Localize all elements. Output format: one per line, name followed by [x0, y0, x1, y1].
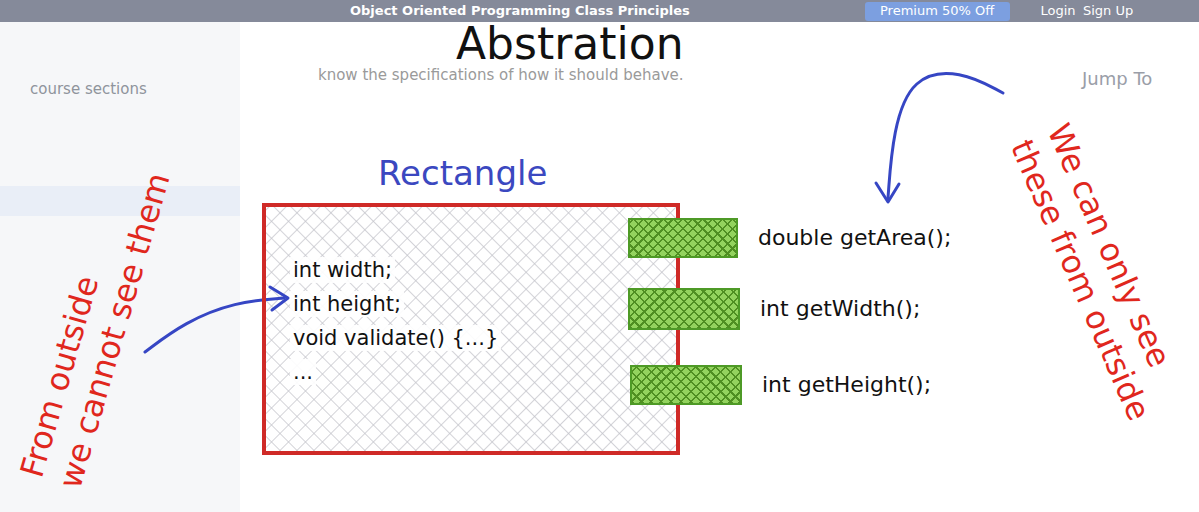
interface-slot: int getWidth();	[628, 288, 740, 330]
class-name: Rectangle	[378, 153, 547, 194]
pointer-arrow	[876, 74, 1003, 202]
code-line: void validate() {...}	[290, 325, 501, 351]
nav-link: Sign Up	[1083, 3, 1133, 19]
code-line: ...	[290, 359, 316, 385]
arrow-head	[876, 183, 899, 202]
nav-link: Login	[1041, 3, 1076, 19]
body-text: know the specifications of how it should…	[318, 66, 684, 84]
side-heading: Jump To	[1082, 68, 1152, 90]
interface-slot: int getHeight();	[630, 365, 742, 405]
method-signature: double getArea();	[758, 225, 951, 251]
diagram-title: Abstration	[456, 18, 684, 71]
sidebar-text: course sections	[30, 80, 147, 98]
code-line: int height;	[290, 291, 404, 317]
pointer-arrow	[145, 287, 288, 352]
hatch-fill	[266, 207, 676, 451]
interface-slot: double getArea();	[628, 218, 738, 258]
code-line: int width;	[290, 257, 395, 283]
nav-button	[865, 2, 1010, 21]
page-heading: Object Oriented Programming Class Princi…	[350, 3, 690, 19]
sidebar-panel	[0, 22, 240, 512]
class-box: Rectangleint width;int height;void valid…	[262, 203, 680, 455]
arrow-head	[270, 287, 288, 310]
hatch-fill	[266, 207, 676, 451]
callout-note: We can only see these from outside	[1002, 118, 1196, 427]
callout-note: From outside we cannot see them	[12, 157, 179, 492]
method-signature: int getWidth();	[760, 296, 920, 322]
arrow-shaft	[888, 74, 1003, 198]
method-signature: int getHeight();	[762, 372, 931, 398]
nav-button-text: Premium 50% Off	[880, 3, 994, 19]
